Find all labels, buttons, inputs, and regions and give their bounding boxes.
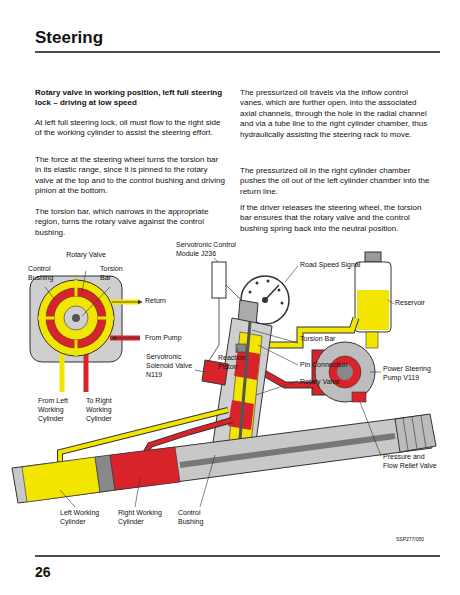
boot-fold <box>412 417 417 449</box>
control-bushing-section <box>38 280 114 356</box>
leader-line <box>256 381 298 395</box>
body-text: The pressurized oil travels via the infl… <box>240 88 430 140</box>
reservoir-cap <box>365 252 381 262</box>
leader-line <box>258 345 298 365</box>
port-label: To Right Working Cylinder <box>86 396 130 423</box>
left-cylinder-port <box>60 352 65 392</box>
flow-arrow <box>112 302 142 303</box>
leader-line <box>214 258 218 262</box>
body-text: At left full steering lock, oil must flo… <box>35 118 225 139</box>
right-cylinder-port <box>84 352 89 392</box>
power-steering-pump <box>315 342 375 402</box>
section-heading: Rotary valve in working position, left f… <box>35 88 225 109</box>
part-label: Servotronic Solenoid Valve N119 <box>146 352 198 379</box>
page-number: 26 <box>35 563 75 581</box>
leader-line <box>45 287 55 300</box>
gauge-tick <box>281 302 284 305</box>
boot-fold <box>421 416 426 448</box>
leader-line <box>252 330 298 343</box>
part-label: Reservoir <box>395 298 445 307</box>
flow-label: From Pump <box>145 333 195 342</box>
pump-port <box>110 336 140 341</box>
part-label: Torsion Bar <box>300 334 340 343</box>
axial-channel <box>38 317 54 320</box>
part-label: Rotary Valve <box>300 377 360 386</box>
port-label: From Left Working Cylinder <box>38 396 82 423</box>
footer-rule <box>35 555 440 557</box>
reaction-piston <box>236 344 246 352</box>
flow-label: Return <box>145 296 185 305</box>
torsion-bar-section <box>64 306 88 330</box>
part-label: Power Steering Pump V119 <box>383 364 438 382</box>
reservoir <box>355 262 391 332</box>
signal-label: Road Speed Signal <box>300 260 380 269</box>
part-label: Left Working Cylinder <box>60 508 105 526</box>
part-label: Servotronic Control Module J236 <box>176 240 260 258</box>
torsion-bar-core <box>72 314 80 322</box>
rack-boot <box>395 414 436 452</box>
left-cylinder-chamber <box>22 457 100 502</box>
gauge-tick <box>278 289 281 292</box>
rack-housing <box>12 415 432 503</box>
reservoir-oil <box>357 290 389 330</box>
valve-housing-section <box>30 276 122 362</box>
flow-arrow <box>112 338 140 339</box>
pressure-ring <box>46 288 106 348</box>
part-label: Reaction Piston <box>218 353 258 371</box>
body-text: The force at the steering wheel turns th… <box>35 155 225 197</box>
page-title: Steering <box>35 28 103 48</box>
return-hose <box>268 318 356 345</box>
gauge-tick <box>256 282 259 285</box>
relief-valve <box>352 392 366 402</box>
right-cylinder-chamber <box>110 447 180 490</box>
leader-line <box>285 266 298 282</box>
leader-line <box>360 402 381 456</box>
axial-channel <box>75 280 78 296</box>
leader-line <box>60 490 75 507</box>
leader-line <box>200 455 215 507</box>
leader-line <box>135 478 140 507</box>
leader-line <box>388 300 394 304</box>
axial-channel <box>98 317 114 320</box>
part-label: Torsion Bar <box>100 264 134 282</box>
control-module <box>212 262 226 298</box>
leader-line <box>370 372 381 373</box>
signal-wire <box>226 285 241 300</box>
boot-fold <box>403 418 408 450</box>
part-label: Pressure and Flow Relief Valve <box>383 452 438 470</box>
return-hose-outline <box>268 318 356 345</box>
control-wire <box>208 298 219 362</box>
part-label: Rotary Valve <box>66 250 106 259</box>
part-label: Right Working Cylinder <box>118 508 163 526</box>
part-label: Control Bushing <box>28 264 68 282</box>
rack-rod <box>180 436 395 465</box>
header-rule <box>35 51 440 53</box>
rotary-valve-section <box>54 296 98 340</box>
axial-channel <box>75 340 78 356</box>
gauge-needle <box>265 285 279 300</box>
part-label: Control Bushing <box>178 508 223 526</box>
suction-line <box>366 332 378 348</box>
body-text: The pressurized oil in the right cylinde… <box>240 166 430 197</box>
leader-line <box>82 287 110 316</box>
leader-line <box>195 370 205 372</box>
gauge-tick <box>267 280 270 283</box>
body-text: The torsion bar, which narrows in the ap… <box>35 207 225 238</box>
leader-line <box>236 348 238 353</box>
body-text: If the driver releases the steering whee… <box>240 203 430 234</box>
gauge-tick <box>249 291 252 294</box>
part-label: Pin Connection <box>300 360 360 369</box>
leader-line <box>82 271 86 292</box>
figure-code: SSP277/050 <box>396 536 446 543</box>
